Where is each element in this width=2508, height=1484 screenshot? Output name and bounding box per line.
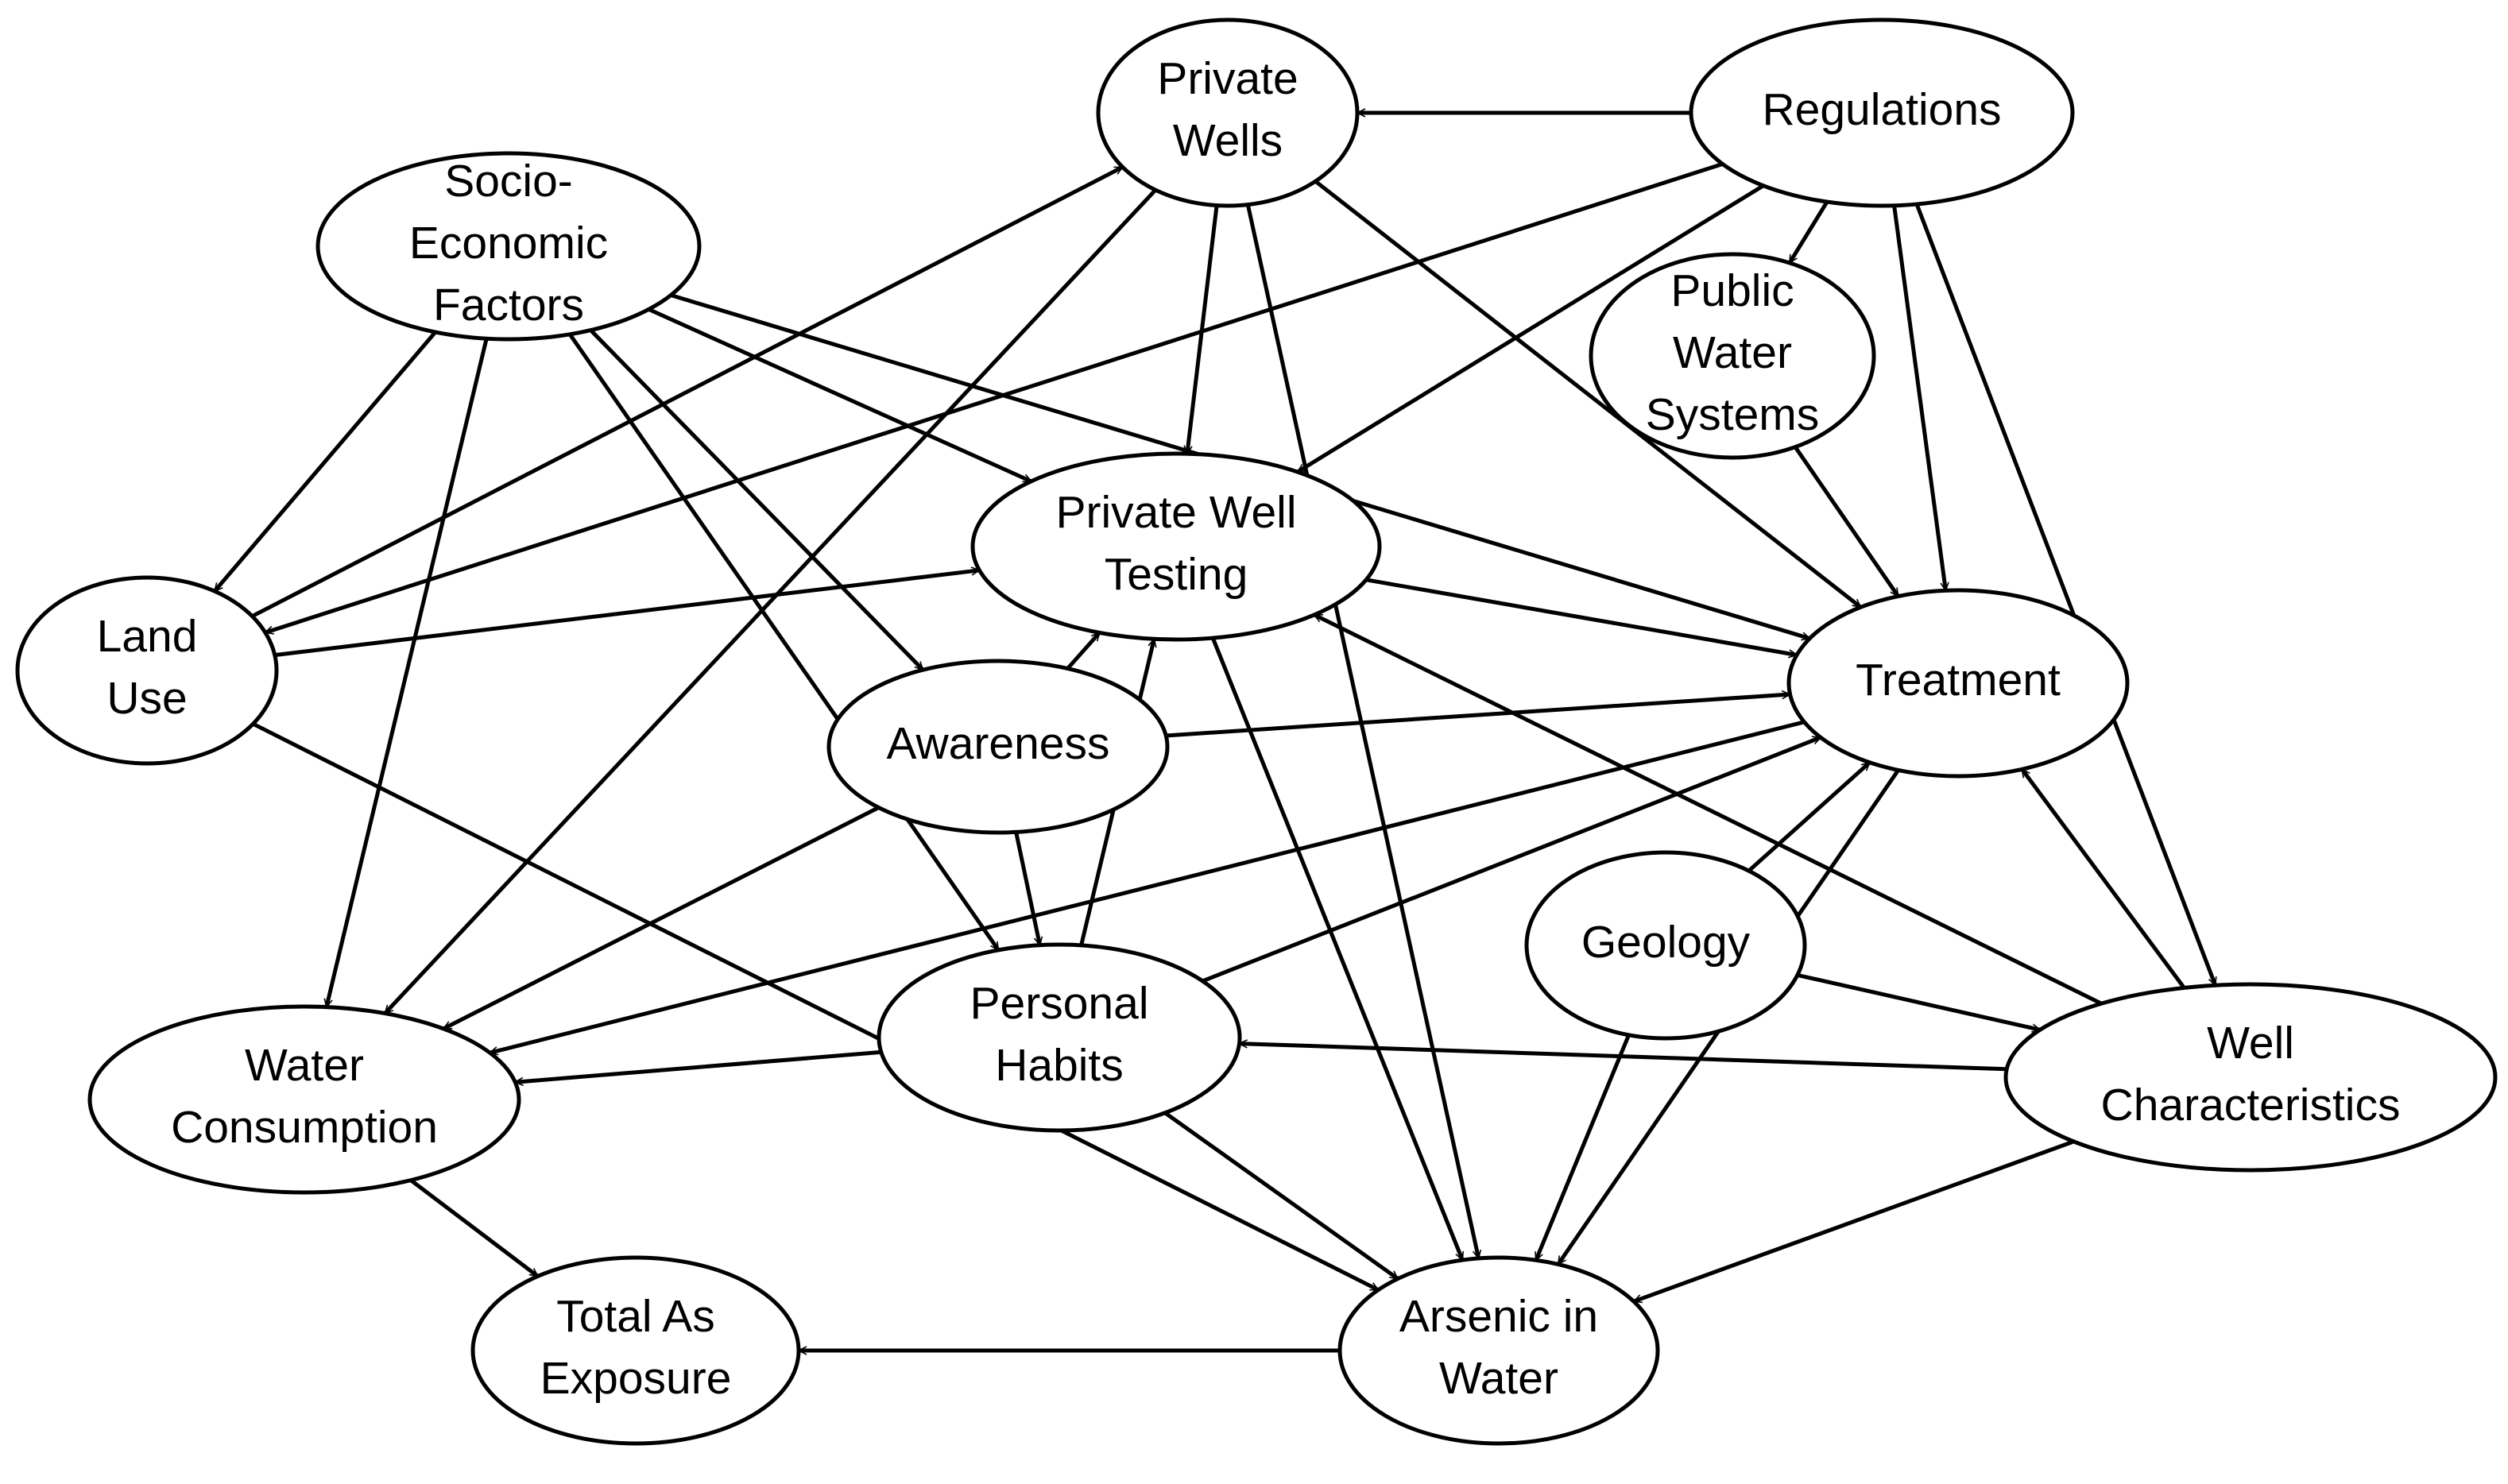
edge-socio-to-awareness	[589, 328, 925, 671]
node-ellipse	[1524, 850, 1807, 1041]
node-ellipse	[315, 151, 702, 342]
node-label-line: Treatment	[1856, 655, 2061, 705]
edge-land-use-to-arsenic	[252, 721, 1379, 1292]
node-label-line: Total As	[556, 1291, 715, 1342]
node-treatment: Treatment	[1786, 588, 2130, 779]
edges-layer	[213, 113, 2218, 1351]
node-ellipse	[877, 942, 1242, 1133]
node-label-line: Use	[106, 673, 187, 724]
edge-private-wells-to-pwt	[1187, 205, 1219, 454]
edge-personal-habits-to-treatment	[1202, 735, 1821, 984]
node-label-line: Regulations	[1762, 84, 2001, 135]
node-label-line: Public	[1670, 265, 1794, 316]
edge-treatment-to-water-consumption	[490, 720, 1806, 1053]
node-label-line: Water	[1673, 327, 1792, 378]
edge-geology-to-well-char	[1797, 972, 2040, 1030]
edge-regulations-to-public-water	[1787, 200, 1829, 263]
node-label-line: Awareness	[887, 718, 1110, 769]
edge-regulations-to-treatment	[1892, 205, 1946, 591]
node-label-line: Wells	[1173, 115, 1283, 166]
node-geology: Geology	[1524, 850, 1807, 1041]
node-ellipse	[1786, 588, 2130, 779]
edge-well-char-to-personal-habits	[1240, 1044, 2007, 1072]
edge-private-wells-to-water-consumption	[383, 188, 1157, 1015]
edge-socio-to-pwt	[648, 307, 1031, 484]
edge-regulations-to-well-char	[1914, 203, 2218, 985]
node-ellipse	[87, 1004, 521, 1195]
node-label-line: Geology	[1581, 917, 1751, 968]
node-ellipse	[826, 659, 1170, 835]
edge-private-wells-to-treatment	[1314, 180, 1863, 609]
node-label-line: Land	[97, 611, 198, 662]
edge-well-char-to-treatment	[2020, 767, 2186, 989]
node-label-line: Personal	[970, 978, 1149, 1029]
node-label-line: Factors	[433, 280, 584, 330]
node-ellipse	[15, 575, 279, 766]
edge-socio-to-water-consumption	[327, 338, 489, 1007]
node-label-line: Water	[1439, 1353, 1558, 1404]
node-ellipse	[2003, 982, 2498, 1173]
node-arsenic: Arsenic in Water	[1337, 1255, 1660, 1446]
edge-awareness-to-water-consumption	[443, 806, 880, 1031]
edge-well-char-to-pwt	[1314, 613, 2103, 1006]
node-label-line: Habits	[995, 1040, 1124, 1091]
node-label-line: Arsenic in	[1399, 1291, 1598, 1342]
node-label-line: Systems	[1646, 389, 1820, 440]
node-label-line: Exposure	[540, 1353, 732, 1404]
node-label-line: Socio-	[444, 156, 573, 207]
edge-land-use-to-private-wells	[251, 165, 1122, 618]
edge-pwt-to-arsenic	[1210, 637, 1465, 1260]
node-label-line: Testing	[1105, 549, 1248, 600]
edge-regulations-to-pwt	[1298, 184, 1765, 474]
node-label-line: Private Well	[1055, 487, 1296, 538]
node-label-line: Economic	[409, 218, 608, 269]
node-ellipse	[1589, 252, 1876, 460]
edge-geology-to-arsenic	[1534, 1034, 1631, 1261]
node-regulations: Regulations	[1689, 17, 2075, 208]
edge-awareness-to-personal-habits	[1014, 831, 1040, 945]
node-ellipse	[1337, 1255, 1660, 1446]
node-ellipse	[1689, 17, 2075, 208]
edge-water-consumption-to-total-exposure	[409, 1178, 540, 1278]
edge-well-char-to-arsenic	[1634, 1139, 2075, 1304]
edge-personal-habits-to-arsenic	[1163, 1111, 1398, 1281]
node-ellipse	[470, 1255, 801, 1446]
edge-socio-to-personal-habits	[568, 333, 1000, 950]
edge-personal-habits-to-water-consumption	[515, 1049, 882, 1082]
edge-regulations-to-land-use	[265, 162, 1724, 632]
edge-pwt-to-treatment	[1365, 578, 1797, 655]
node-ellipse	[970, 451, 1382, 642]
node-ellipse	[1096, 17, 1360, 208]
node-label-line: Well	[2207, 1018, 2294, 1069]
edge-private-wells-to-arsenic	[1245, 204, 1478, 1258]
node-total-exposure: Total As Exposure	[470, 1255, 801, 1446]
node-label-line: Water	[245, 1040, 364, 1091]
node-awareness: Awareness	[826, 659, 1170, 835]
edge-awareness-to-pwt	[1066, 631, 1101, 671]
node-label-line: Consumption	[171, 1102, 438, 1153]
edge-public-water-to-treatment	[1794, 446, 1900, 597]
edge-socio-to-land-use	[213, 330, 437, 593]
edge-land-use-to-pwt	[274, 570, 980, 658]
node-label-line: Private	[1157, 53, 1298, 104]
edge-awareness-to-treatment	[1166, 694, 1790, 738]
node-label-line: Characteristics	[2101, 1080, 2401, 1130]
edge-geology-to-treatment	[1747, 760, 1871, 873]
